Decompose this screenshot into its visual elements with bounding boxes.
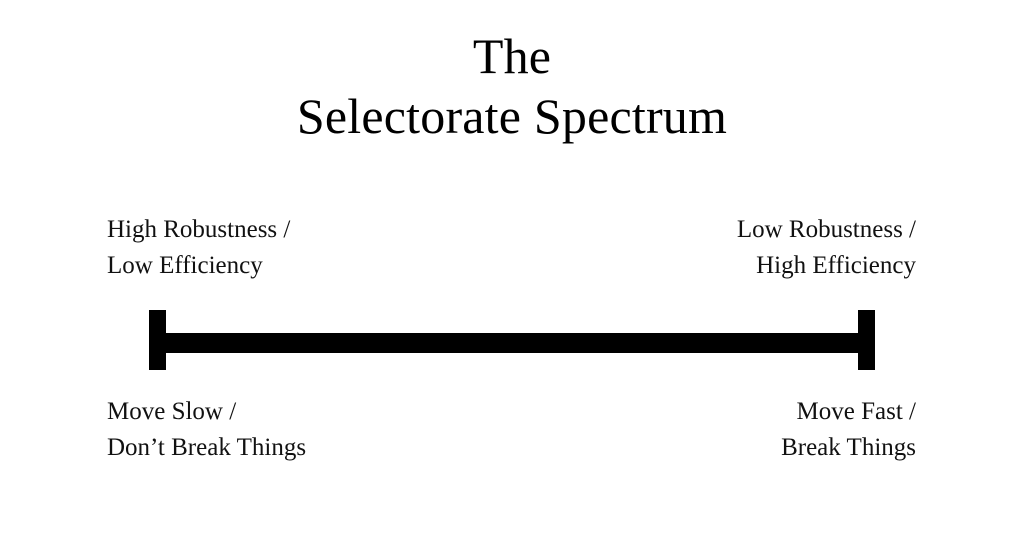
- spectrum-bar: [149, 310, 875, 370]
- spectrum-left-bottom-label-line-1: Move Slow /: [107, 398, 237, 425]
- spectrum-right-top-label-line-1: Low Robustness /: [736, 216, 916, 243]
- spectrum-left-top-label: High Robustness / Low Efficiency: [107, 212, 290, 284]
- spectrum-right-bottom-label-line-2: Break Things: [781, 434, 916, 461]
- spectrum-left-top-label-line-2: Low Efficiency: [107, 252, 263, 279]
- spectrum-left-bottom-label-line-2: Don’t Break Things: [107, 434, 307, 461]
- spectrum-left-endcap-icon: [149, 310, 166, 370]
- spectrum-axis-line: [149, 333, 875, 353]
- spectrum-right-endcap-icon: [858, 310, 875, 370]
- page-title: The Selectorate Spectrum: [0, 26, 1024, 146]
- spectrum-right-top-label: Low Robustness / High Efficiency: [737, 212, 916, 284]
- page-title-line-2: Selectorate Spectrum: [296, 88, 728, 144]
- spectrum-left-top-label-line-1: High Robustness /: [107, 216, 291, 243]
- spectrum-right-bottom-label: Move Fast / Break Things: [781, 394, 916, 466]
- spectrum-left-bottom-label: Move Slow / Don’t Break Things: [107, 394, 306, 466]
- spectrum-right-top-label-line-2: High Efficiency: [756, 252, 916, 279]
- spectrum-right-bottom-label-line-1: Move Fast /: [796, 398, 916, 425]
- page-title-line-1: The: [472, 28, 552, 84]
